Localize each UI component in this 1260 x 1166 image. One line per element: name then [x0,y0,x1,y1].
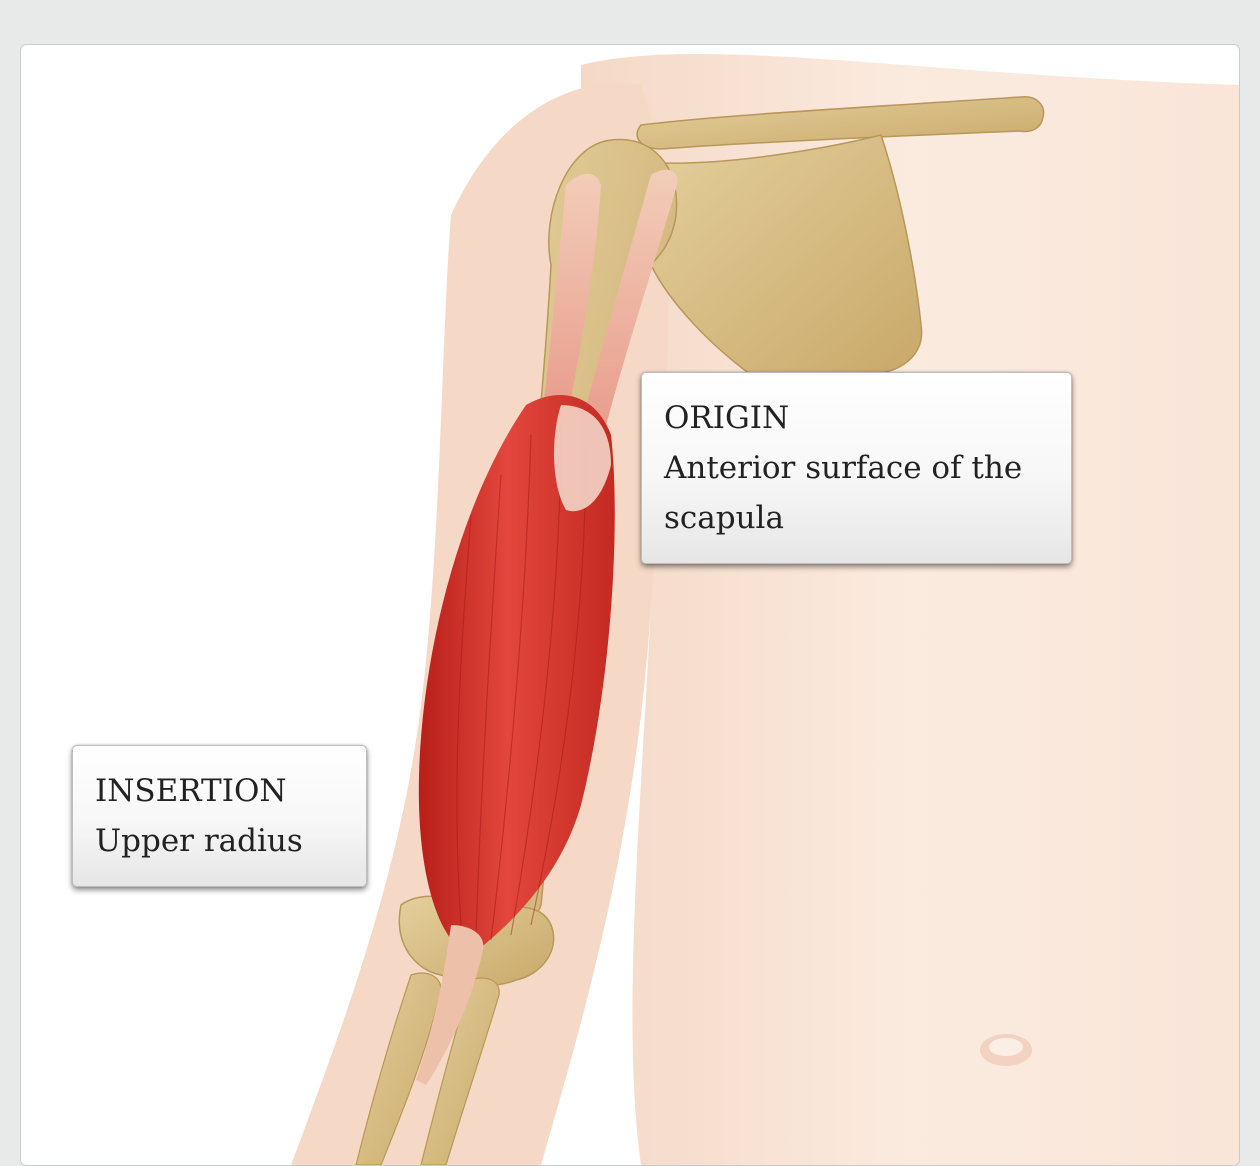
origin-heading: ORIGIN [664,393,1051,443]
insertion-callout: INSERTION Upper radius [72,745,367,887]
origin-description-line2: scapula [664,493,1051,543]
image-frame: ORIGIN Anterior surface of the scapula I… [20,44,1240,1166]
insertion-heading: INSERTION [95,766,348,816]
anatomy-illustration [21,45,1239,1165]
insertion-description: Upper radius [95,816,348,866]
origin-description-line1: Anterior surface of the [664,443,1051,493]
origin-callout: ORIGIN Anterior surface of the scapula [641,372,1072,564]
